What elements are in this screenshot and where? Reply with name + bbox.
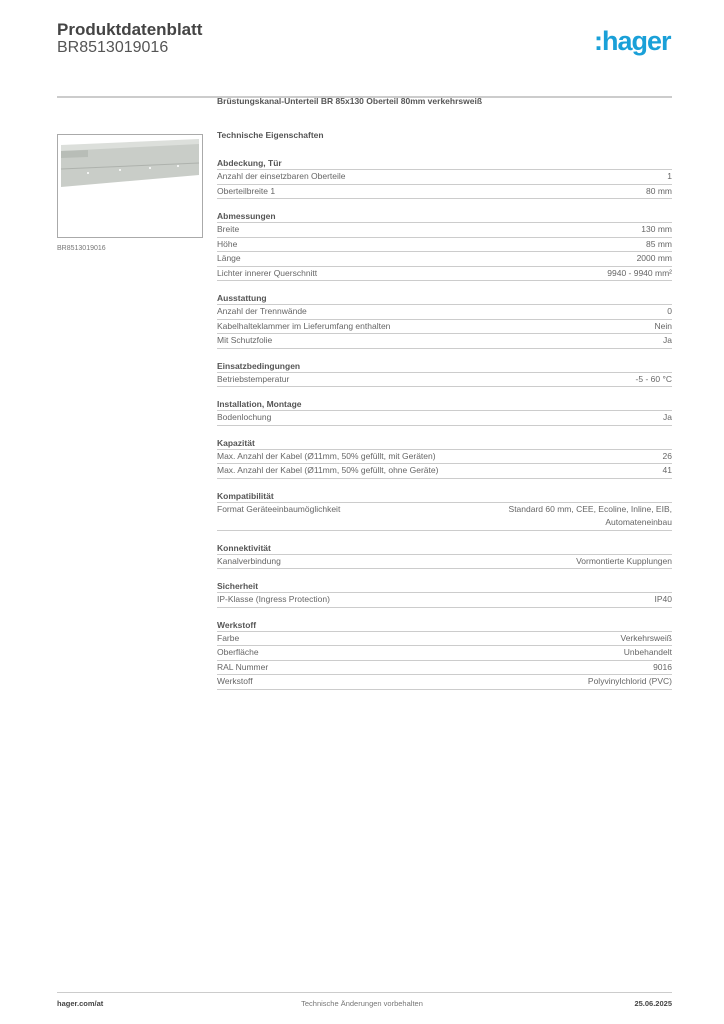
- spec-value: 80 mm: [646, 185, 672, 196]
- spec-value: Polyvinylchlorid (PVC): [587, 676, 672, 686]
- spec-row: Lichter innerer Querschnitt 9940 - 9940 m…: [217, 267, 672, 281]
- spec-value: 1: [667, 171, 672, 181]
- tech-heading: Technische Eigenschaften: [217, 130, 324, 140]
- product-image: [57, 134, 203, 238]
- spec-label: Max. Anzahl der Kabel (Ø11mm, 50% gefüll…: [217, 465, 439, 475]
- spec-label: Werkstoff: [217, 676, 253, 686]
- spec-value: -5 - 60 °C: [635, 373, 672, 384]
- spec-row: Farbe Verkehrsweiß: [217, 632, 673, 646]
- spec-value: 9016: [653, 661, 672, 672]
- spec-row: Breite 130 mm: [217, 223, 672, 238]
- spec-value: Unbehandelt: [623, 647, 672, 657]
- spec-value: 9940 - 9940 mm²: [607, 267, 672, 278]
- spec-label: RAL Nummer: [217, 661, 269, 672]
- spec-label: Mit Schutzfolie: [217, 335, 273, 345]
- spec-label: Oberfläche: [217, 647, 259, 657]
- spec-label: Oberteilbreite 1: [217, 185, 276, 196]
- spec-row: Bodenlochung Ja: [217, 411, 672, 426]
- spec-value: Ja: [663, 412, 672, 422]
- spec-row: Oberfläche Unbehandelt: [217, 646, 672, 661]
- spec-row: Format Geräteeinbaumöglichkeit Standard 6…: [217, 503, 672, 531]
- spec-row: RAL Nummer 9016: [217, 661, 672, 675]
- section-title: Werkstoff: [217, 618, 672, 632]
- spec-value: IP40: [654, 594, 673, 604]
- spec-row: Anzahl der einsetzbaren Oberteile 1: [217, 170, 672, 185]
- spec-row: Höhe 85 mm: [217, 238, 672, 252]
- spec-row: Werkstoff Polyvinylchlorid (PVC): [217, 675, 672, 690]
- spec-row: Mit Schutzfolie Ja: [217, 334, 672, 349]
- spec-value: Nein: [654, 320, 672, 331]
- spec-label: Länge: [217, 253, 241, 263]
- section-title: Abdeckung, Tür: [217, 156, 672, 170]
- spec-label: Bodenlochung: [217, 412, 272, 422]
- spec-row: Oberteilbreite 1 80 mm: [217, 185, 672, 199]
- section-title: Ausstattung: [217, 291, 672, 305]
- spec-label: IP-Klasse (Ingress Protection): [217, 594, 330, 604]
- spec-row: Anzahl der Trennwände 0: [217, 305, 672, 320]
- header-divider: [57, 96, 672, 98]
- footer-website: hager.com/at: [57, 999, 104, 1008]
- spec-value: 85 mm: [646, 238, 672, 249]
- spec-label: Max. Anzahl der Kabel (Ø11mm, 50% gefüll…: [217, 450, 436, 461]
- spec-row: IP-Klasse (Ingress Protection) IP40: [217, 593, 672, 608]
- section-title: Installation, Montage: [217, 397, 672, 411]
- product-code: BR8513019016: [57, 39, 169, 56]
- page-title: Produktdatenblatt: [57, 20, 203, 39]
- spec-label: Kanalverbindung: [217, 555, 281, 566]
- footer-date: 25.06.2025: [634, 999, 672, 1008]
- footer-divider: [57, 992, 672, 993]
- section-title: Konnektivität: [217, 541, 672, 555]
- spec-value: 0: [667, 306, 672, 316]
- image-caption: BR8513019016: [57, 245, 106, 252]
- spec-label: Betriebstemperatur: [217, 373, 290, 384]
- section-title: Einsatzbedingungen: [217, 359, 672, 373]
- spec-value: 26: [662, 450, 672, 461]
- spec-row: Kanalverbindung Vormontierte Kupplungen: [217, 555, 672, 569]
- spec-row: Kabelhalteklammer im Lieferumfang enthal…: [217, 320, 672, 334]
- spec-label: Kabelhalteklammer im Lieferumfang enthal…: [217, 320, 391, 331]
- section-title: Sicherheit: [217, 579, 672, 593]
- spec-row: Länge 2000 mm: [217, 252, 672, 267]
- footer-note: Technische Änderungen vorbehalten: [301, 999, 423, 1008]
- spec-label: Farbe: [217, 632, 240, 643]
- spec-value: 130 mm: [641, 224, 672, 234]
- section-title: Kompatibilität: [217, 489, 672, 503]
- spec-value: Standard 60 mm, CEE, Ecoline, Inline, EI…: [508, 503, 672, 528]
- product-title: Brüstungskanal-Unterteil BR 85x130 Obert…: [217, 96, 483, 106]
- spec-label: Anzahl der einsetzbaren Oberteile: [217, 171, 346, 181]
- spec-label: Höhe: [217, 238, 238, 249]
- spec-label: Lichter innerer Querschnitt: [217, 267, 318, 278]
- spec-value: 2000 mm: [636, 253, 672, 263]
- spec-value: Verkehrsweiß: [620, 632, 673, 643]
- spec-row: Betriebstemperatur -5 - 60 °C: [217, 373, 672, 387]
- section-title: Kapazität: [217, 436, 672, 450]
- spec-value: Vormontierte Kupplungen: [576, 555, 672, 566]
- spec-value: Ja: [663, 335, 672, 345]
- spec-column: Brüstungskanal-Unterteil BR 85x130 Obert…: [217, 96, 672, 690]
- spec-row: Max. Anzahl der Kabel (Ø11mm, 50% gefüll…: [217, 450, 672, 464]
- hager-logo: :hager: [594, 26, 672, 56]
- spec-row: Max. Anzahl der Kabel (Ø11mm, 50% gefüll…: [217, 464, 672, 479]
- section-title: Abmessungen: [217, 209, 672, 223]
- spec-label: Format Geräteeinbaumöglichkeit: [217, 503, 341, 514]
- spec-value: 41: [662, 465, 672, 475]
- spec-label: Breite: [217, 224, 240, 234]
- spec-label: Anzahl der Trennwände: [217, 306, 307, 316]
